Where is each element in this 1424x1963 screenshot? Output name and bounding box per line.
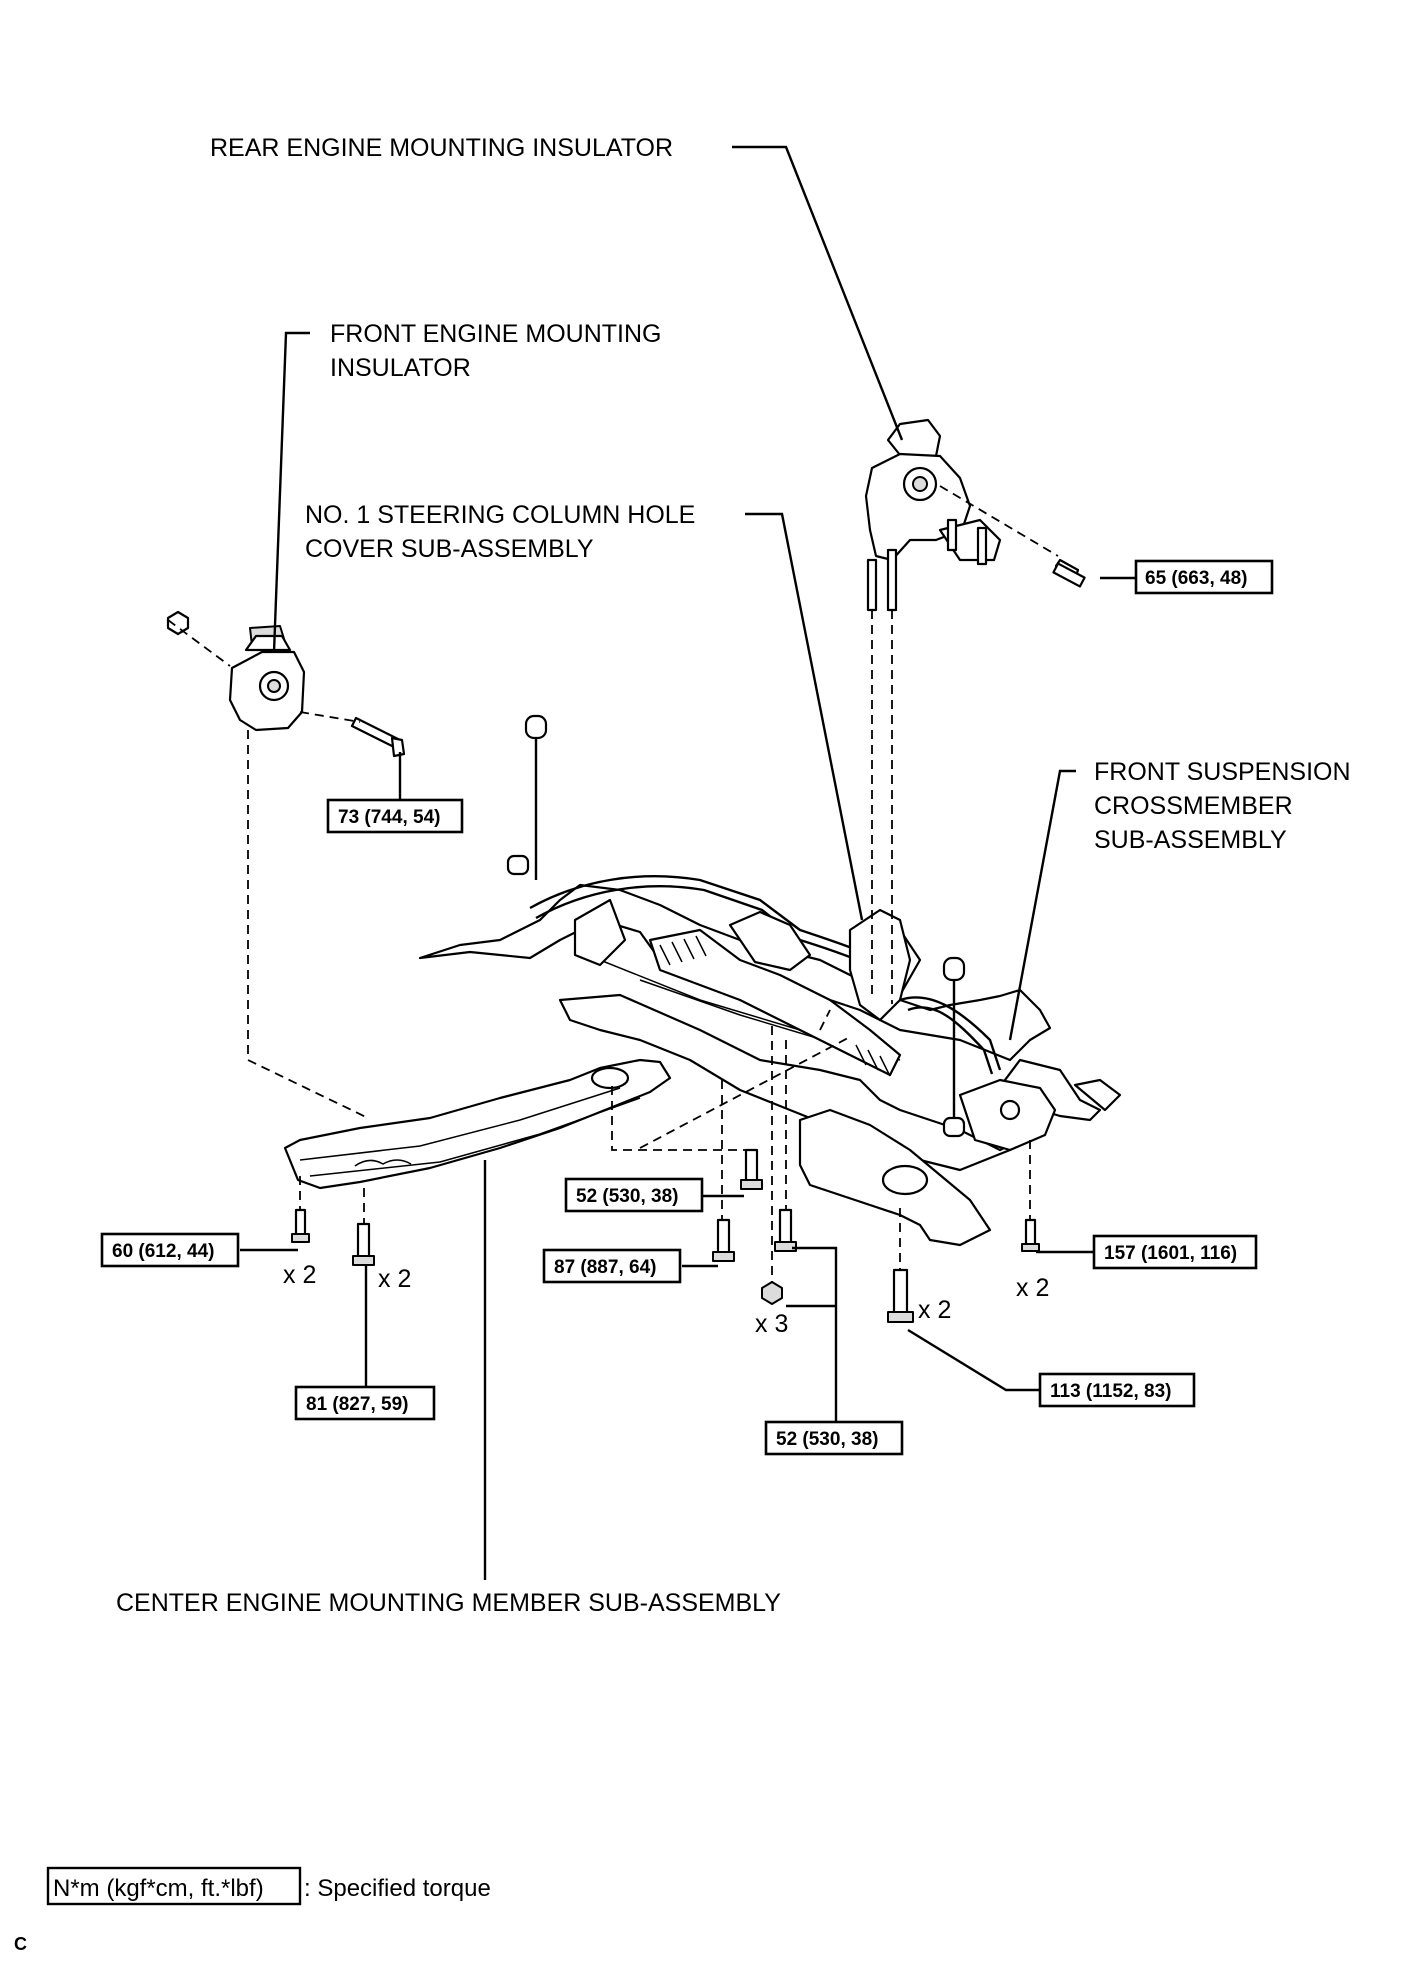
label-center-engine-mounting-member: CENTER ENGINE MOUNTING MEMBER SUB-ASSEMB… [116, 1589, 781, 1617]
label-crossmember-1: FRONT SUSPENSION [1094, 758, 1351, 786]
corner-mark: C [14, 1934, 27, 1954]
count-x3: x 3 [755, 1310, 788, 1338]
count-81: x 2 [378, 1265, 411, 1293]
torque-legend: N*m (kgf*cm, ft.*lbf) : Specified torque [46, 1866, 491, 1906]
legend-text: : Specified torque [304, 1875, 491, 1902]
bolt-113 [887, 1268, 914, 1323]
quantity-marks: x 2 x 2 x 3 x 2 x 2 [283, 1261, 1049, 1338]
svg-text:52 (530, 38): 52 (530, 38) [776, 1429, 878, 1450]
torque-box-73: 73 (744, 54) [326, 798, 464, 834]
svg-text:87 (887, 64): 87 (887, 64) [554, 1257, 656, 1278]
svg-text:81 (827, 59): 81 (827, 59) [306, 1394, 408, 1415]
front-engine-mounting-insulator-part [166, 610, 406, 758]
count-60: x 2 [283, 1261, 316, 1289]
bolt-81 [352, 1222, 375, 1266]
center-engine-mounting-member-part [283, 1058, 672, 1190]
svg-text:65 (663, 48): 65 (663, 48) [1145, 568, 1247, 589]
torque-callouts: 65 (663, 48) 73 (744, 54) 52 (530, 38) 6… [100, 559, 1274, 1456]
steering-column-hole-cover-part [848, 908, 912, 1022]
bolts-group [291, 562, 1086, 1323]
bolt-157 [1021, 1218, 1040, 1252]
steering-gear-part [648, 910, 902, 1077]
svg-text:60 (612, 44): 60 (612, 44) [112, 1241, 214, 1262]
svg-text:52 (530, 38): 52 (530, 38) [576, 1186, 678, 1207]
torque-box-52b: 52 (530, 38) [764, 1420, 904, 1456]
torque-box-87: 87 (887, 64) [542, 1248, 682, 1284]
label-rear-engine-mounting-insulator: REAR ENGINE MOUNTING INSULATOR [210, 134, 673, 162]
torque-box-60: 60 (612, 44) [100, 1232, 240, 1268]
nut-x3 [761, 1281, 783, 1305]
bolt-52a [740, 1148, 763, 1190]
torque-box-81: 81 (827, 59) [294, 1385, 436, 1421]
count-113: x 2 [918, 1296, 951, 1324]
torque-box-52a: 52 (530, 38) [564, 1177, 704, 1213]
label-front-engine-mounting-insulator-2: INSULATOR [330, 354, 471, 382]
svg-text:113 (1152, 83): 113 (1152, 83) [1050, 1381, 1172, 1402]
leader-lines [240, 145, 1146, 1580]
count-157: x 2 [1016, 1274, 1049, 1302]
bolt-60 [291, 1208, 310, 1243]
bolt-65 [1052, 562, 1086, 588]
svg-text:73 (744, 54): 73 (744, 54) [338, 807, 440, 828]
label-front-engine-mounting-insulator-1: FRONT ENGINE MOUNTING [330, 320, 661, 348]
torque-box-113: 113 (1152, 83) [1038, 1372, 1196, 1408]
assembly-dashed-lines [167, 485, 1059, 1282]
torque-box-157: 157 (1601, 116) [1092, 1234, 1258, 1270]
torque-box-65: 65 (663, 48) [1134, 559, 1274, 595]
label-crossmember-3: SUB-ASSEMBLY [1094, 826, 1287, 854]
label-steering-column-cover-1: NO. 1 STEERING COLUMN HOLE [305, 501, 695, 529]
stabilizer-bar-part [506, 714, 1002, 1138]
legend-unit: N*m (kgf*cm, ft.*lbf) [53, 1875, 264, 1902]
label-crossmember-2: CROSSMEMBER [1094, 792, 1293, 820]
part-labels: REAR ENGINE MOUNTING INSULATOR FRONT ENG… [116, 134, 1351, 1617]
label-steering-column-cover-2: COVER SUB-ASSEMBLY [305, 535, 594, 563]
svg-text:157 (1601, 116): 157 (1601, 116) [1104, 1243, 1237, 1264]
bolt-52b [774, 1208, 797, 1252]
rear-engine-mounting-insulator-part [864, 418, 1080, 612]
bolt-87 [712, 1218, 735, 1262]
